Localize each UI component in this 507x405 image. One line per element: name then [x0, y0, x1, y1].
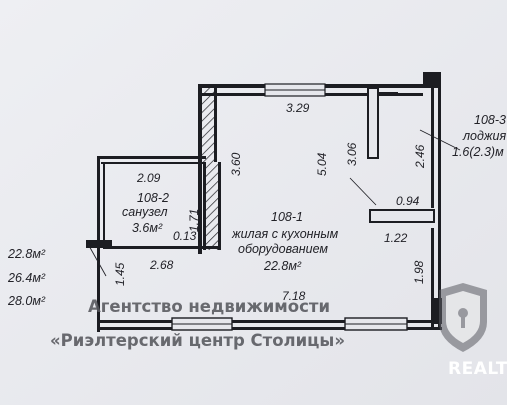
summary-area-2: 26.4м² [7, 271, 46, 285]
dim-bathroom-bottom: 2.68 [149, 258, 174, 272]
dim-top-wall: 3.29 [286, 101, 310, 115]
dim-column-height: 3.06 [345, 142, 359, 166]
living-name-line2: оборудованием [238, 242, 328, 256]
walls [86, 72, 442, 332]
bathroom-name: санузел [122, 205, 168, 219]
living-number: 108-1 [271, 210, 303, 224]
realt-logo: REALT [439, 283, 507, 379]
summary-area-3: 28.0м² [7, 294, 46, 308]
watermark-line1: Агентство недвижимости [88, 297, 330, 316]
summary-areas: 22.8м² 26.4м² 28.0м² [7, 247, 46, 308]
summary-area-1: 22.8м² [7, 247, 46, 261]
watermark-line2: «Риэлтерский центр Столицы» [50, 331, 345, 350]
dim-main-room-height: 3.60 [229, 152, 243, 176]
bathroom-number: 108-2 [137, 191, 169, 205]
living-area: 22.8м² [263, 259, 302, 273]
dim-partition-width: 0.94 [396, 194, 420, 208]
loggia-number: 108-3 [474, 113, 506, 127]
dim-right-wall-upper: 2.46 [413, 144, 427, 169]
dim-bathroom-height: 1.71 [187, 209, 201, 232]
room-living: 108-1 жилая с кухонным оборудованием 22.… [231, 210, 339, 273]
loggia-name: лоджия [462, 129, 506, 143]
dim-left-wall: 1.45 [113, 262, 127, 286]
brand-name: REALT [448, 359, 507, 379]
shield-keyhole-icon [439, 283, 487, 352]
dimension-labels: 3.29 3.60 5.04 3.06 2.46 2.09 1.71 0.13 … [113, 101, 427, 303]
dim-niche-width: 0.13 [173, 229, 197, 243]
dim-bathroom-width: 2.09 [136, 171, 161, 185]
room-loggia: 108-3 лоджия 1.6(2.3)м [452, 113, 506, 159]
dim-partition-depth: 1.22 [384, 231, 408, 245]
dim-room-depth: 5.04 [315, 152, 329, 176]
bathroom-area: 3.6м² [132, 221, 163, 235]
dim-right-wall-lower: 1.98 [412, 260, 426, 284]
dimension-lines [87, 129, 461, 277]
living-name-line1: жилая с кухонным [231, 227, 339, 241]
loggia-area: 1.6(2.3)м [452, 145, 504, 159]
dim-bottom-wall: 7.18 [282, 289, 306, 303]
agency-watermark: Агентство недвижимости «Риэлтерский цент… [50, 297, 345, 350]
room-bathroom: 108-2 санузел 3.6м² [122, 191, 169, 235]
